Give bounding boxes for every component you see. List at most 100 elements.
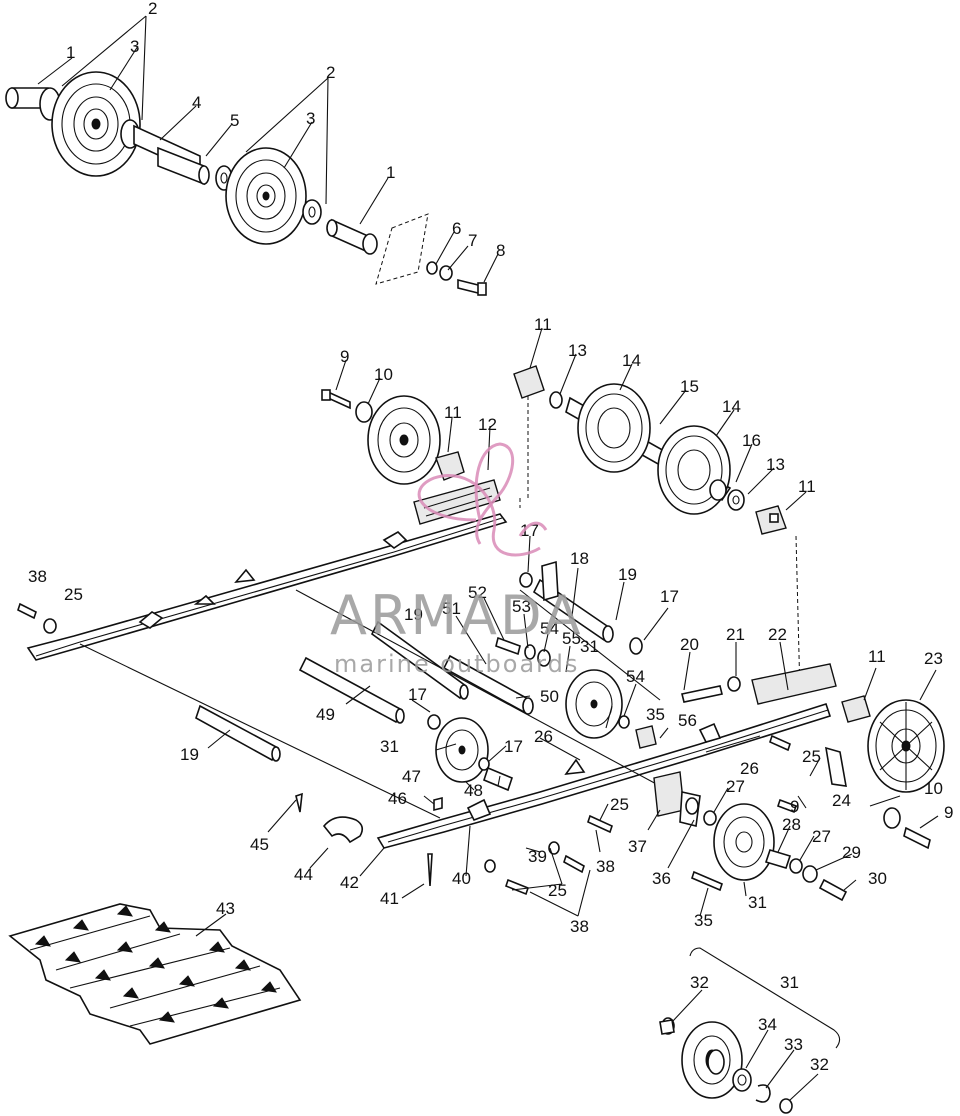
washer-13a [549, 391, 563, 409]
idler-wheel-31c [713, 803, 775, 881]
washer-54b [618, 715, 630, 729]
callout-23: 23 [924, 649, 943, 668]
nut-46 [433, 796, 443, 812]
callout-33: 33 [784, 1035, 803, 1054]
callout-51: 51 [442, 599, 461, 618]
callout-42: 42 [340, 873, 359, 892]
callout-labels: 1 2 3 2 4 5 3 1 6 7 8 11 13 14 9 10 15 1… [28, 0, 953, 1074]
callout-4: 4 [192, 93, 201, 112]
callout-31: 31 [580, 637, 599, 656]
callout-26: 26 [740, 759, 759, 778]
callout-25: 25 [610, 795, 629, 814]
cross-shaft-19a [195, 704, 280, 762]
washer-25a [43, 618, 57, 634]
callout-20: 20 [680, 635, 699, 654]
rear-wheel-23 [867, 699, 945, 793]
washer-10b [883, 807, 901, 829]
spacer-28 [764, 849, 792, 869]
callout-13: 13 [568, 341, 587, 360]
rivet-41 [427, 853, 433, 887]
block-56 [635, 725, 657, 749]
callout-38: 38 [596, 857, 615, 876]
callout-11: 11 [444, 403, 462, 422]
spacer-37 [653, 771, 685, 817]
snap-ring-33 [755, 1084, 771, 1103]
watermark-brand: ARMADA [330, 584, 584, 647]
side-plate-outline [375, 213, 429, 285]
callout-12: 12 [478, 415, 497, 434]
callout-32: 32 [690, 973, 709, 992]
washer-10 [355, 401, 373, 423]
callout-38: 38 [28, 567, 47, 586]
callout-7: 7 [468, 231, 477, 250]
callout-15: 15 [680, 377, 699, 396]
callout-19: 19 [618, 565, 637, 584]
callout-53: 53 [512, 597, 531, 616]
callout-43: 43 [216, 899, 235, 918]
mid-wheel-assembly [321, 365, 801, 695]
callout-17: 17 [660, 587, 679, 606]
cross-shaft-49 [298, 656, 404, 724]
callout-37: 37 [628, 837, 647, 856]
callout-31: 31 [748, 893, 767, 912]
washer-29 [802, 865, 818, 883]
callout-10: 10 [374, 365, 393, 384]
callout-11: 11 [798, 477, 816, 496]
callout-5: 5 [230, 111, 239, 130]
bracket-18 [541, 560, 559, 602]
callout-39: 39 [528, 847, 547, 866]
slide-rail-frame [17, 479, 945, 902]
bracket-11d [841, 695, 871, 723]
callout-27: 27 [726, 777, 745, 796]
callout-13: 13 [766, 455, 785, 474]
callout-41: 41 [380, 889, 399, 908]
callout-54: 54 [540, 619, 559, 638]
callout-17: 17 [408, 685, 427, 704]
bolt-52 [495, 636, 521, 656]
callout-50: 50 [540, 687, 559, 706]
callout-19: 19 [180, 745, 199, 764]
bolt-32b [779, 1098, 793, 1114]
bolt-35 [691, 870, 723, 892]
callout-27: 27 [812, 827, 831, 846]
callout-6: 6 [452, 219, 461, 238]
callout-25: 25 [548, 881, 567, 900]
callout-31: 31 [780, 973, 799, 992]
washer-6 [426, 261, 438, 275]
mid-wheel-left [367, 395, 441, 485]
bolt-9c [903, 826, 931, 850]
idler-wheel-left [51, 71, 141, 177]
bracket-11b [513, 365, 545, 399]
idler-wheel-right [225, 147, 307, 245]
callout-11: 11 [534, 315, 552, 334]
callout-2: 2 [326, 63, 335, 82]
washer-17a [629, 637, 643, 655]
front-axle-assembly [5, 71, 487, 296]
washer-17b [519, 572, 533, 588]
callout-44: 44 [294, 865, 313, 884]
callout-1: 1 [66, 43, 75, 62]
callout-29: 29 [842, 843, 861, 862]
callout-52: 52 [468, 583, 487, 602]
callout-36: 36 [652, 869, 671, 888]
callout-38: 38 [570, 917, 589, 936]
wheel-14a [577, 383, 651, 473]
callout-17: 17 [520, 521, 539, 540]
callout-30: 30 [868, 869, 887, 888]
washer-13b [727, 489, 745, 511]
callout-54: 54 [626, 667, 645, 686]
idler-wheel-31a [565, 669, 623, 739]
washer-53 [524, 644, 536, 660]
callout-26: 26 [534, 727, 553, 746]
callout-31: 31 [380, 737, 399, 756]
track-43 [8, 903, 302, 1045]
callout-3: 3 [306, 109, 315, 128]
callout-1: 1 [386, 163, 395, 182]
bolt-38a [17, 602, 37, 620]
washer-27b [789, 858, 803, 874]
callout-46: 46 [388, 789, 407, 808]
watermark-tagline: marine outboards [334, 650, 579, 678]
bolt-24 [825, 746, 847, 787]
callout-56: 56 [678, 711, 697, 730]
wheel-31-exploded [659, 947, 841, 1114]
